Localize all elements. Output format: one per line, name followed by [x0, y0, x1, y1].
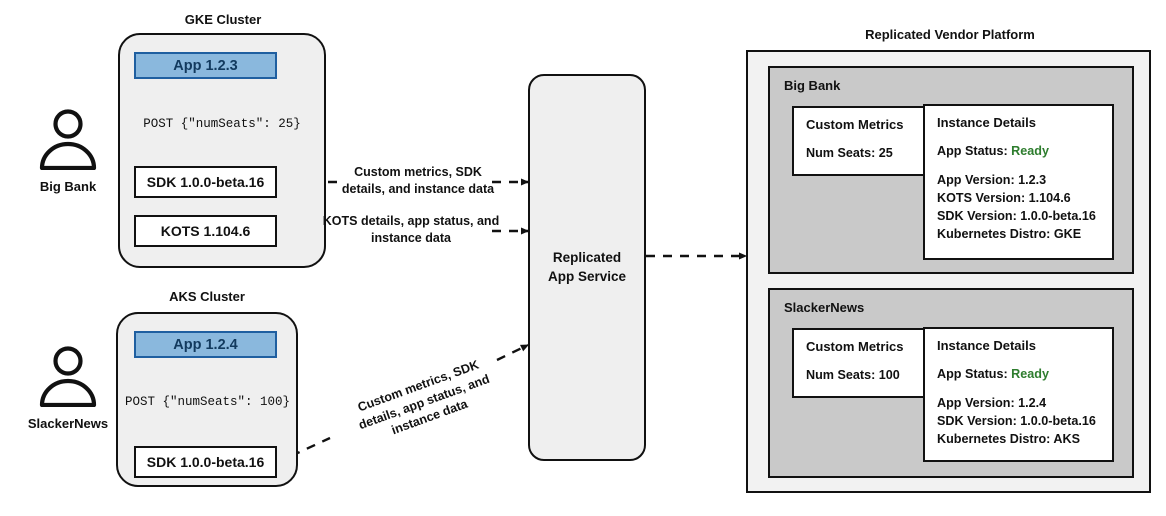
- detail-row: Kubernetes Distro: GKE: [937, 226, 1082, 241]
- actor-big-bank: Big Bank: [28, 108, 108, 194]
- edge-label-line: Custom metrics, SDK: [354, 165, 482, 179]
- edge-label-line: details, and instance data: [341, 181, 495, 196]
- kots-box-gke[interactable]: KOTS 1.104.6: [134, 215, 277, 247]
- custom-metrics-panel-slackernews: Custom Metrics Num Seats: 100: [792, 328, 927, 398]
- actor-label: SlackerNews: [27, 416, 109, 431]
- custom-metrics-panel-big-bank: Custom Metrics Num Seats: 25: [792, 106, 927, 176]
- post-payload-aks: POST {"numSeats": 100}: [124, 395, 291, 409]
- replicated-app-service-box[interactable]: Replicated App Service: [528, 74, 646, 461]
- metric-row: Num Seats: 25: [806, 146, 893, 160]
- actor-slackernews: SlackerNews: [16, 345, 120, 431]
- spacer: [937, 384, 1101, 395]
- user-icon: [39, 109, 97, 171]
- app-status-label: App Status:: [937, 367, 1008, 381]
- metric-row: Num Seats: 100: [806, 368, 900, 382]
- service-line: App Service: [547, 268, 627, 284]
- sdk-box-aks[interactable]: SDK 1.0.0-beta.16: [134, 446, 277, 478]
- app-status-label: App Status:: [937, 144, 1008, 158]
- cluster-title-gke: GKE Cluster: [184, 12, 262, 27]
- app-box-gke[interactable]: App 1.2.3: [134, 52, 277, 79]
- actor-label: Big Bank: [39, 179, 97, 194]
- edge-label-line: KOTS details, app status, and: [322, 214, 500, 228]
- instance-details-panel-big-bank: Instance Details App Status: Ready App V…: [923, 104, 1114, 260]
- customer-name: SlackerNews: [784, 300, 865, 315]
- sdk-box-gke[interactable]: SDK 1.0.0-beta.16: [134, 166, 277, 198]
- panel-title: Instance Details: [937, 338, 1036, 353]
- platform-title: Replicated Vendor Platform: [865, 27, 1035, 42]
- panel-title: Instance Details: [937, 115, 1036, 130]
- app-status-row: App Status: Ready: [937, 366, 1101, 384]
- edge-label-kots-to-service: KOTS details, app status, and instance d…: [318, 213, 504, 246]
- detail-row: KOTS Version: 1.104.6: [937, 190, 1071, 205]
- status-badge: Ready: [1011, 367, 1049, 381]
- edge-label-line: instance data: [371, 230, 451, 245]
- customer-name: Big Bank: [784, 78, 841, 93]
- post-payload-gke: POST {"numSeats": 25}: [143, 117, 301, 131]
- panel-title: Custom Metrics: [806, 339, 904, 354]
- detail-row: App Version: 1.2.4: [937, 395, 1047, 410]
- app-status-row: App Status: Ready: [937, 143, 1101, 161]
- app-box-aks[interactable]: App 1.2.4: [134, 331, 277, 358]
- detail-row: SDK Version: 1.0.0-beta.16: [937, 413, 1096, 428]
- detail-row: App Version: 1.2.3: [937, 172, 1047, 187]
- user-icon: [39, 346, 97, 408]
- cluster-title-aks: AKS Cluster: [169, 289, 245, 304]
- spacer: [937, 161, 1101, 172]
- service-line: Replicated: [552, 250, 622, 266]
- detail-row: Kubernetes Distro: AKS: [937, 431, 1080, 446]
- edge-label-sdk-to-service: Custom metrics, SDK details, and instanc…: [333, 164, 503, 197]
- detail-row: SDK Version: 1.0.0-beta.16: [937, 208, 1096, 223]
- edge-label-aks-sdk-to-service: Custom metrics, SDK details, app status,…: [331, 348, 517, 456]
- instance-details-panel-slackernews: Instance Details App Status: Ready App V…: [923, 327, 1114, 462]
- panel-title: Custom Metrics: [806, 117, 904, 132]
- status-badge: Ready: [1011, 144, 1049, 158]
